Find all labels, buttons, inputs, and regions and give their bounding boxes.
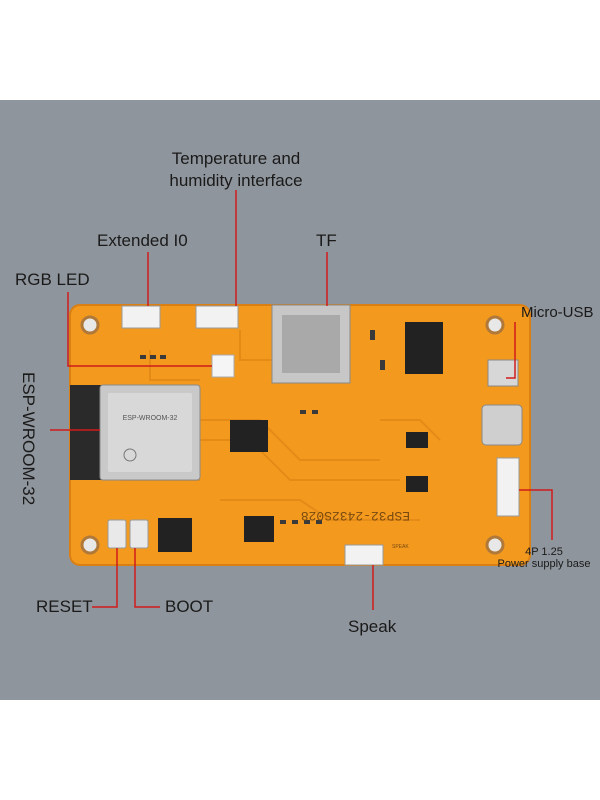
rgb-led-component (211, 354, 235, 378)
label-speak: Speak (348, 617, 397, 636)
label-tf: TF (316, 231, 337, 250)
label-extended-io: Extended I0 (97, 231, 188, 250)
speaker-connector (344, 544, 384, 566)
ic-chip (230, 420, 268, 452)
esp-module: ESP-WROOM-32 (70, 384, 201, 481)
ic-chip (405, 322, 443, 374)
boot-button (129, 519, 149, 549)
leader-power (519, 489, 553, 540)
ic-chip (158, 518, 192, 552)
leader-micro-usb (506, 322, 516, 379)
reset-button (107, 519, 127, 549)
label-micro-usb: Micro-USB (521, 304, 594, 321)
micro-usb-connector (487, 359, 519, 387)
temp-humidity-connector (195, 305, 239, 329)
board-model-silk: ESP32-2432S028 (301, 508, 410, 523)
ic-chip (406, 476, 428, 492)
leader-lines (50, 190, 553, 610)
module-name-silk: ESP-WROOM-32 (123, 415, 178, 422)
label-temperature-humidity: Temperature and humidity interface (169, 149, 303, 190)
label-power-supply-base: 4P 1.25 Power supply base (497, 546, 591, 570)
tf-card-slot (271, 304, 351, 384)
power-supply-connector (496, 457, 520, 517)
leader-rgb-led (67, 292, 212, 367)
extended-io-connector (121, 305, 161, 329)
leader-reset (92, 548, 118, 608)
label-reset: RESET (36, 597, 93, 616)
leader-boot (134, 548, 160, 608)
usb-c-connector (481, 404, 523, 446)
ic-chip (244, 516, 274, 542)
mounting-holes (80, 315, 505, 555)
label-esp-wroom-32: ESP-WROOM-32 (19, 372, 38, 506)
label-boot: BOOT (165, 597, 214, 616)
speak-silk: SPEAK (392, 544, 409, 550)
label-rgb-led: RGB LED (15, 270, 90, 289)
ic-chip (406, 432, 428, 448)
